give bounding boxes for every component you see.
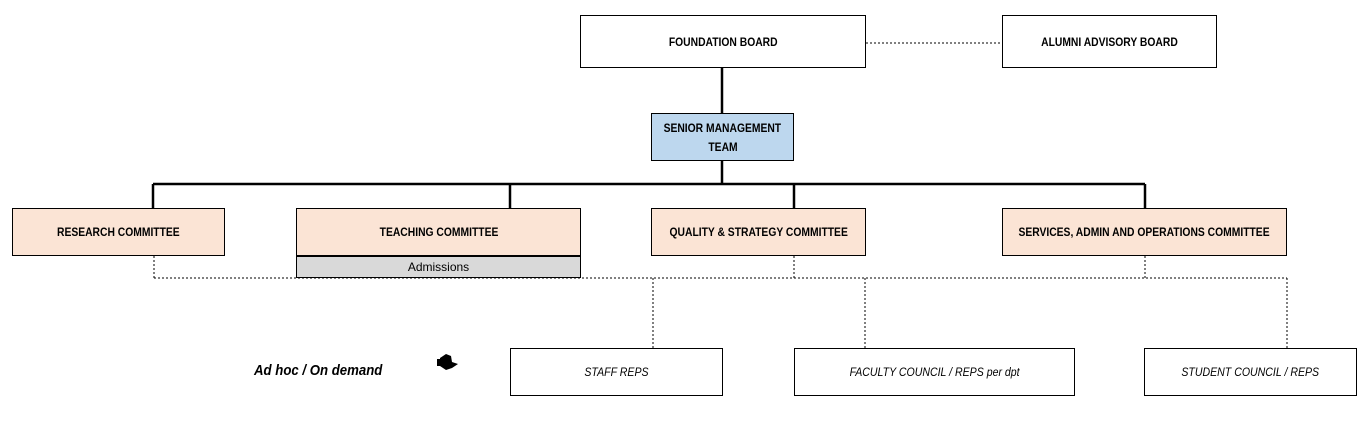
services-admin-operations-committee-label: SERVICES, ADMIN AND OPERATIONS COMMITTEE	[1018, 225, 1271, 239]
student-council-box: STUDENT COUNCIL / REPS	[1144, 348, 1357, 396]
pointing-hand-icon	[437, 354, 458, 370]
alumni-advisory-board-label: ALUMNI ADVISORY BOARD	[1041, 34, 1178, 49]
foundation-board-box: FOUNDATION BOARD	[580, 15, 866, 68]
senior-management-label-line1: SENIOR MANAGEMENT	[663, 120, 782, 135]
quality-strategy-committee-box: QUALITY & STRATEGY COMMITTEE	[651, 208, 866, 256]
quality-strategy-committee-label: QUALITY & STRATEGY COMMITTEE	[669, 225, 848, 239]
alumni-advisory-board-box: ALUMNI ADVISORY BOARD	[1002, 15, 1217, 68]
services-admin-operations-committee-box: SERVICES, ADMIN AND OPERATIONS COMMITTEE	[1002, 208, 1287, 256]
research-committee-label: RESEARCH COMMITTEE	[57, 225, 180, 239]
teaching-committee-box: TEACHING COMMITTEE	[296, 208, 581, 256]
senior-management-label-line2: TEAM	[707, 139, 738, 154]
teaching-committee-label: TEACHING COMMITTEE	[379, 225, 498, 239]
senior-management-team-box: SENIOR MANAGEMENT TEAM	[651, 113, 794, 161]
staff-reps-box: STAFF REPS	[510, 348, 723, 396]
research-committee-box: RESEARCH COMMITTEE	[12, 208, 225, 256]
staff-reps-label: STAFF REPS	[584, 365, 649, 379]
legend-adhoc-label: Ad hoc / On demand	[254, 362, 383, 379]
student-council-label: STUDENT COUNCIL / REPS	[1181, 365, 1320, 379]
faculty-council-box: FACULTY COUNCIL / REPS per dpt	[794, 348, 1075, 396]
foundation-board-label: FOUNDATION BOARD	[668, 34, 778, 49]
faculty-council-label: FACULTY COUNCIL / REPS per dpt	[849, 365, 1020, 379]
admissions-label: Admissions	[407, 260, 470, 274]
admissions-box: Admissions	[296, 256, 581, 278]
